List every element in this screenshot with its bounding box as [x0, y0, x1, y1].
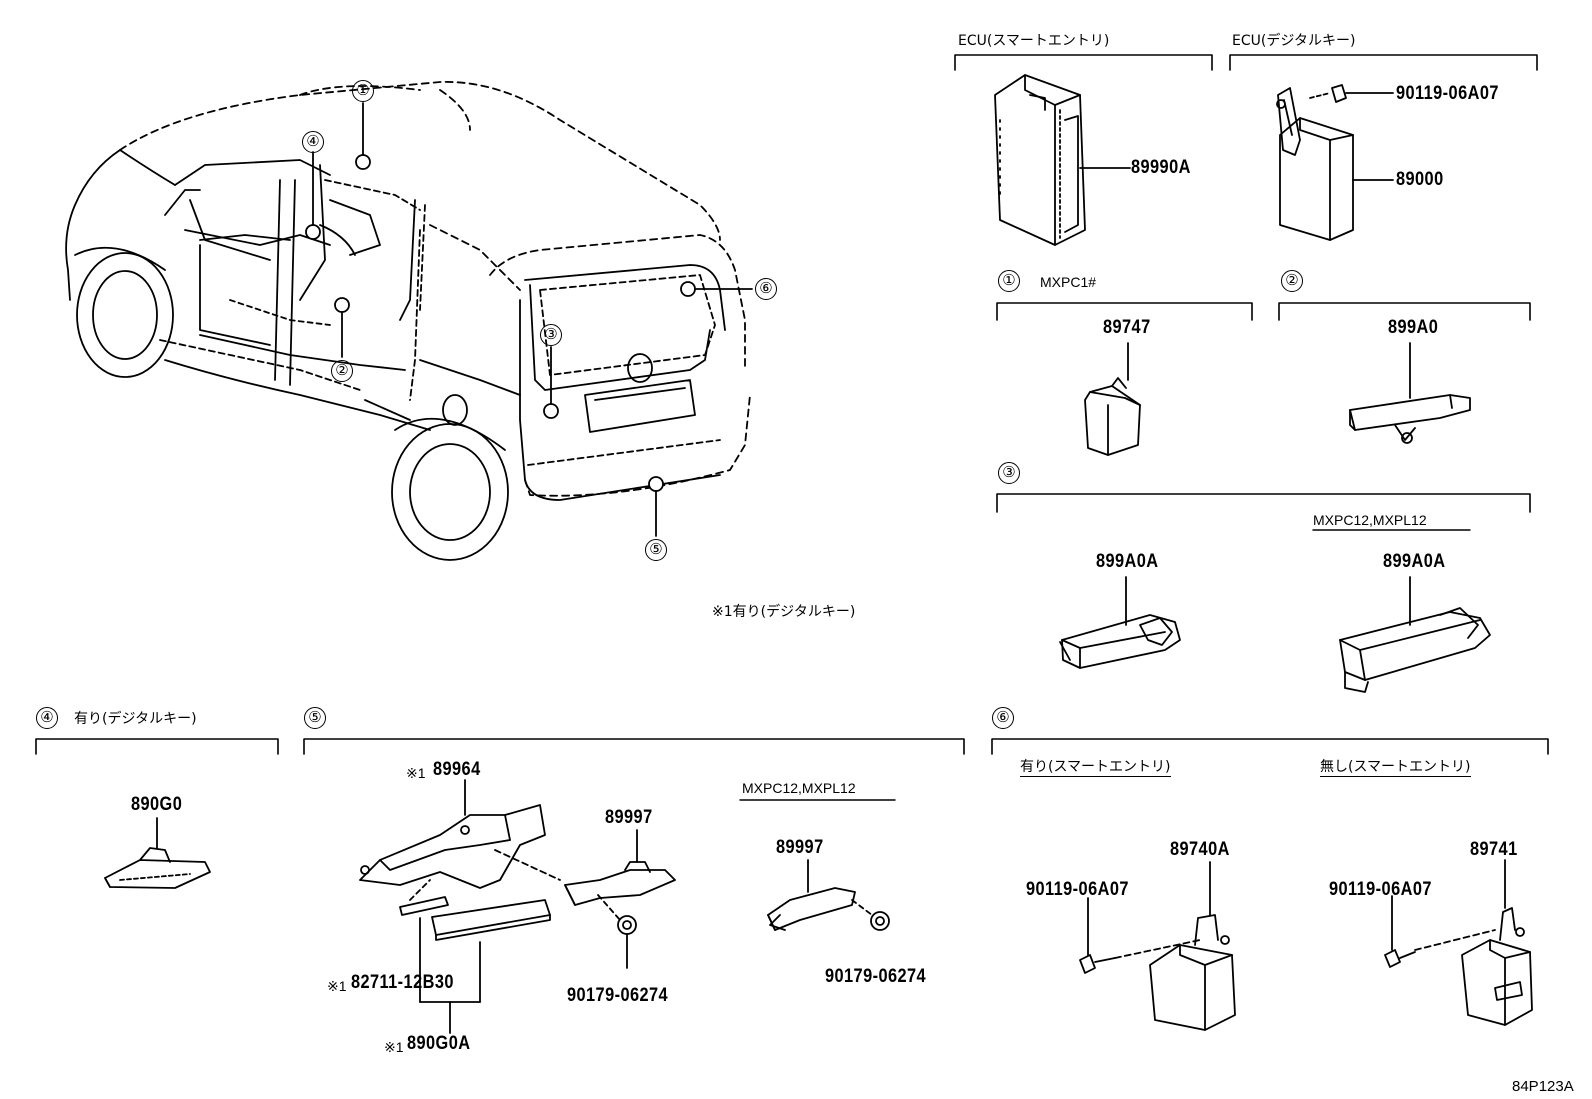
part-90179-06274: 90179-06274: [567, 985, 669, 1006]
section-5-model: MXPC12,MXPL12: [742, 780, 856, 796]
part-90119-06A07-left: 90119-06A07: [1026, 879, 1129, 900]
footnote: ※1有り(デジタルキー): [712, 604, 856, 620]
part-899A0A-left: 899A0A: [1096, 551, 1159, 572]
note-890G0A: ※1: [384, 1039, 404, 1055]
section6-drawings: [1079, 859, 1533, 1031]
part-890G0-drawing: [104, 817, 211, 889]
part-90119-06A07-right: 90119-06A07: [1329, 879, 1432, 900]
part-89747-drawing: [1084, 342, 1141, 456]
diagram-code: 84P123A: [1512, 1078, 1574, 1095]
note-89964: ※1: [406, 765, 426, 781]
note-82711: ※1: [327, 978, 347, 994]
part-89741: 89741: [1470, 839, 1518, 860]
part-90179-06274-alt: 90179-06274: [825, 966, 927, 987]
section-6-marker: ⑥: [992, 707, 1014, 729]
part-89747: 89747: [1103, 317, 1151, 338]
part-89997: 89997: [605, 807, 653, 828]
ecu-smart-entry-drawing: [994, 74, 1131, 246]
callout-1: ①: [352, 80, 374, 102]
section-1-marker: ①: [998, 270, 1020, 292]
callout-6: ⑥: [755, 278, 777, 300]
callout-2: ②: [331, 360, 353, 382]
label-underlines: [739, 529, 1471, 801]
part-90119-06A07-ecu: 90119-06A07: [1396, 83, 1499, 104]
part-82711-12B30: 82711-12B30: [351, 972, 454, 993]
part-89000: 89000: [1396, 169, 1444, 190]
ecu-digital-key-drawing: [1276, 84, 1394, 241]
part-89964: 89964: [433, 759, 481, 780]
section-3-model: MXPC12,MXPL12: [1313, 512, 1427, 528]
callout-3: ③: [540, 324, 562, 346]
section-brackets: [35, 54, 1549, 755]
section-4-label: 有り(デジタルキー): [74, 711, 197, 727]
part-890G0: 890G0: [131, 794, 183, 815]
section-6-with-label: 有り(スマートエントリ): [1020, 759, 1171, 777]
section-2-marker: ②: [1281, 270, 1303, 292]
part-89740A: 89740A: [1170, 839, 1230, 860]
section-4-marker: ④: [36, 707, 58, 729]
callout-4: ④: [302, 131, 324, 153]
section-6-without-label: 無し(スマートエントリ): [1320, 759, 1471, 777]
section-5-marker: ⑤: [304, 707, 326, 729]
section5-drawings: [359, 779, 890, 1034]
part-890G0A: 890G0A: [407, 1033, 471, 1054]
vehicle-illustration: [65, 81, 753, 561]
part-899A0-drawing: [1349, 342, 1471, 444]
section-3-marker: ③: [998, 462, 1020, 484]
callout-5: ⑤: [645, 539, 667, 561]
part-899A0: 899A0: [1388, 317, 1439, 338]
part-89990A: 89990A: [1131, 157, 1191, 178]
part-899A0A-right-drawing: [1339, 576, 1491, 693]
part-899A0A-left-drawing: [1059, 576, 1181, 669]
ecu-smart-entry-label: ECU(スマートエントリ): [958, 33, 1110, 49]
part-899A0A-right: 899A0A: [1383, 551, 1446, 572]
section-1-model: MXPC1#: [1040, 274, 1097, 290]
part-89997-alt: 89997: [776, 837, 824, 858]
ecu-digital-key-label: ECU(デジタルキー): [1232, 33, 1356, 49]
